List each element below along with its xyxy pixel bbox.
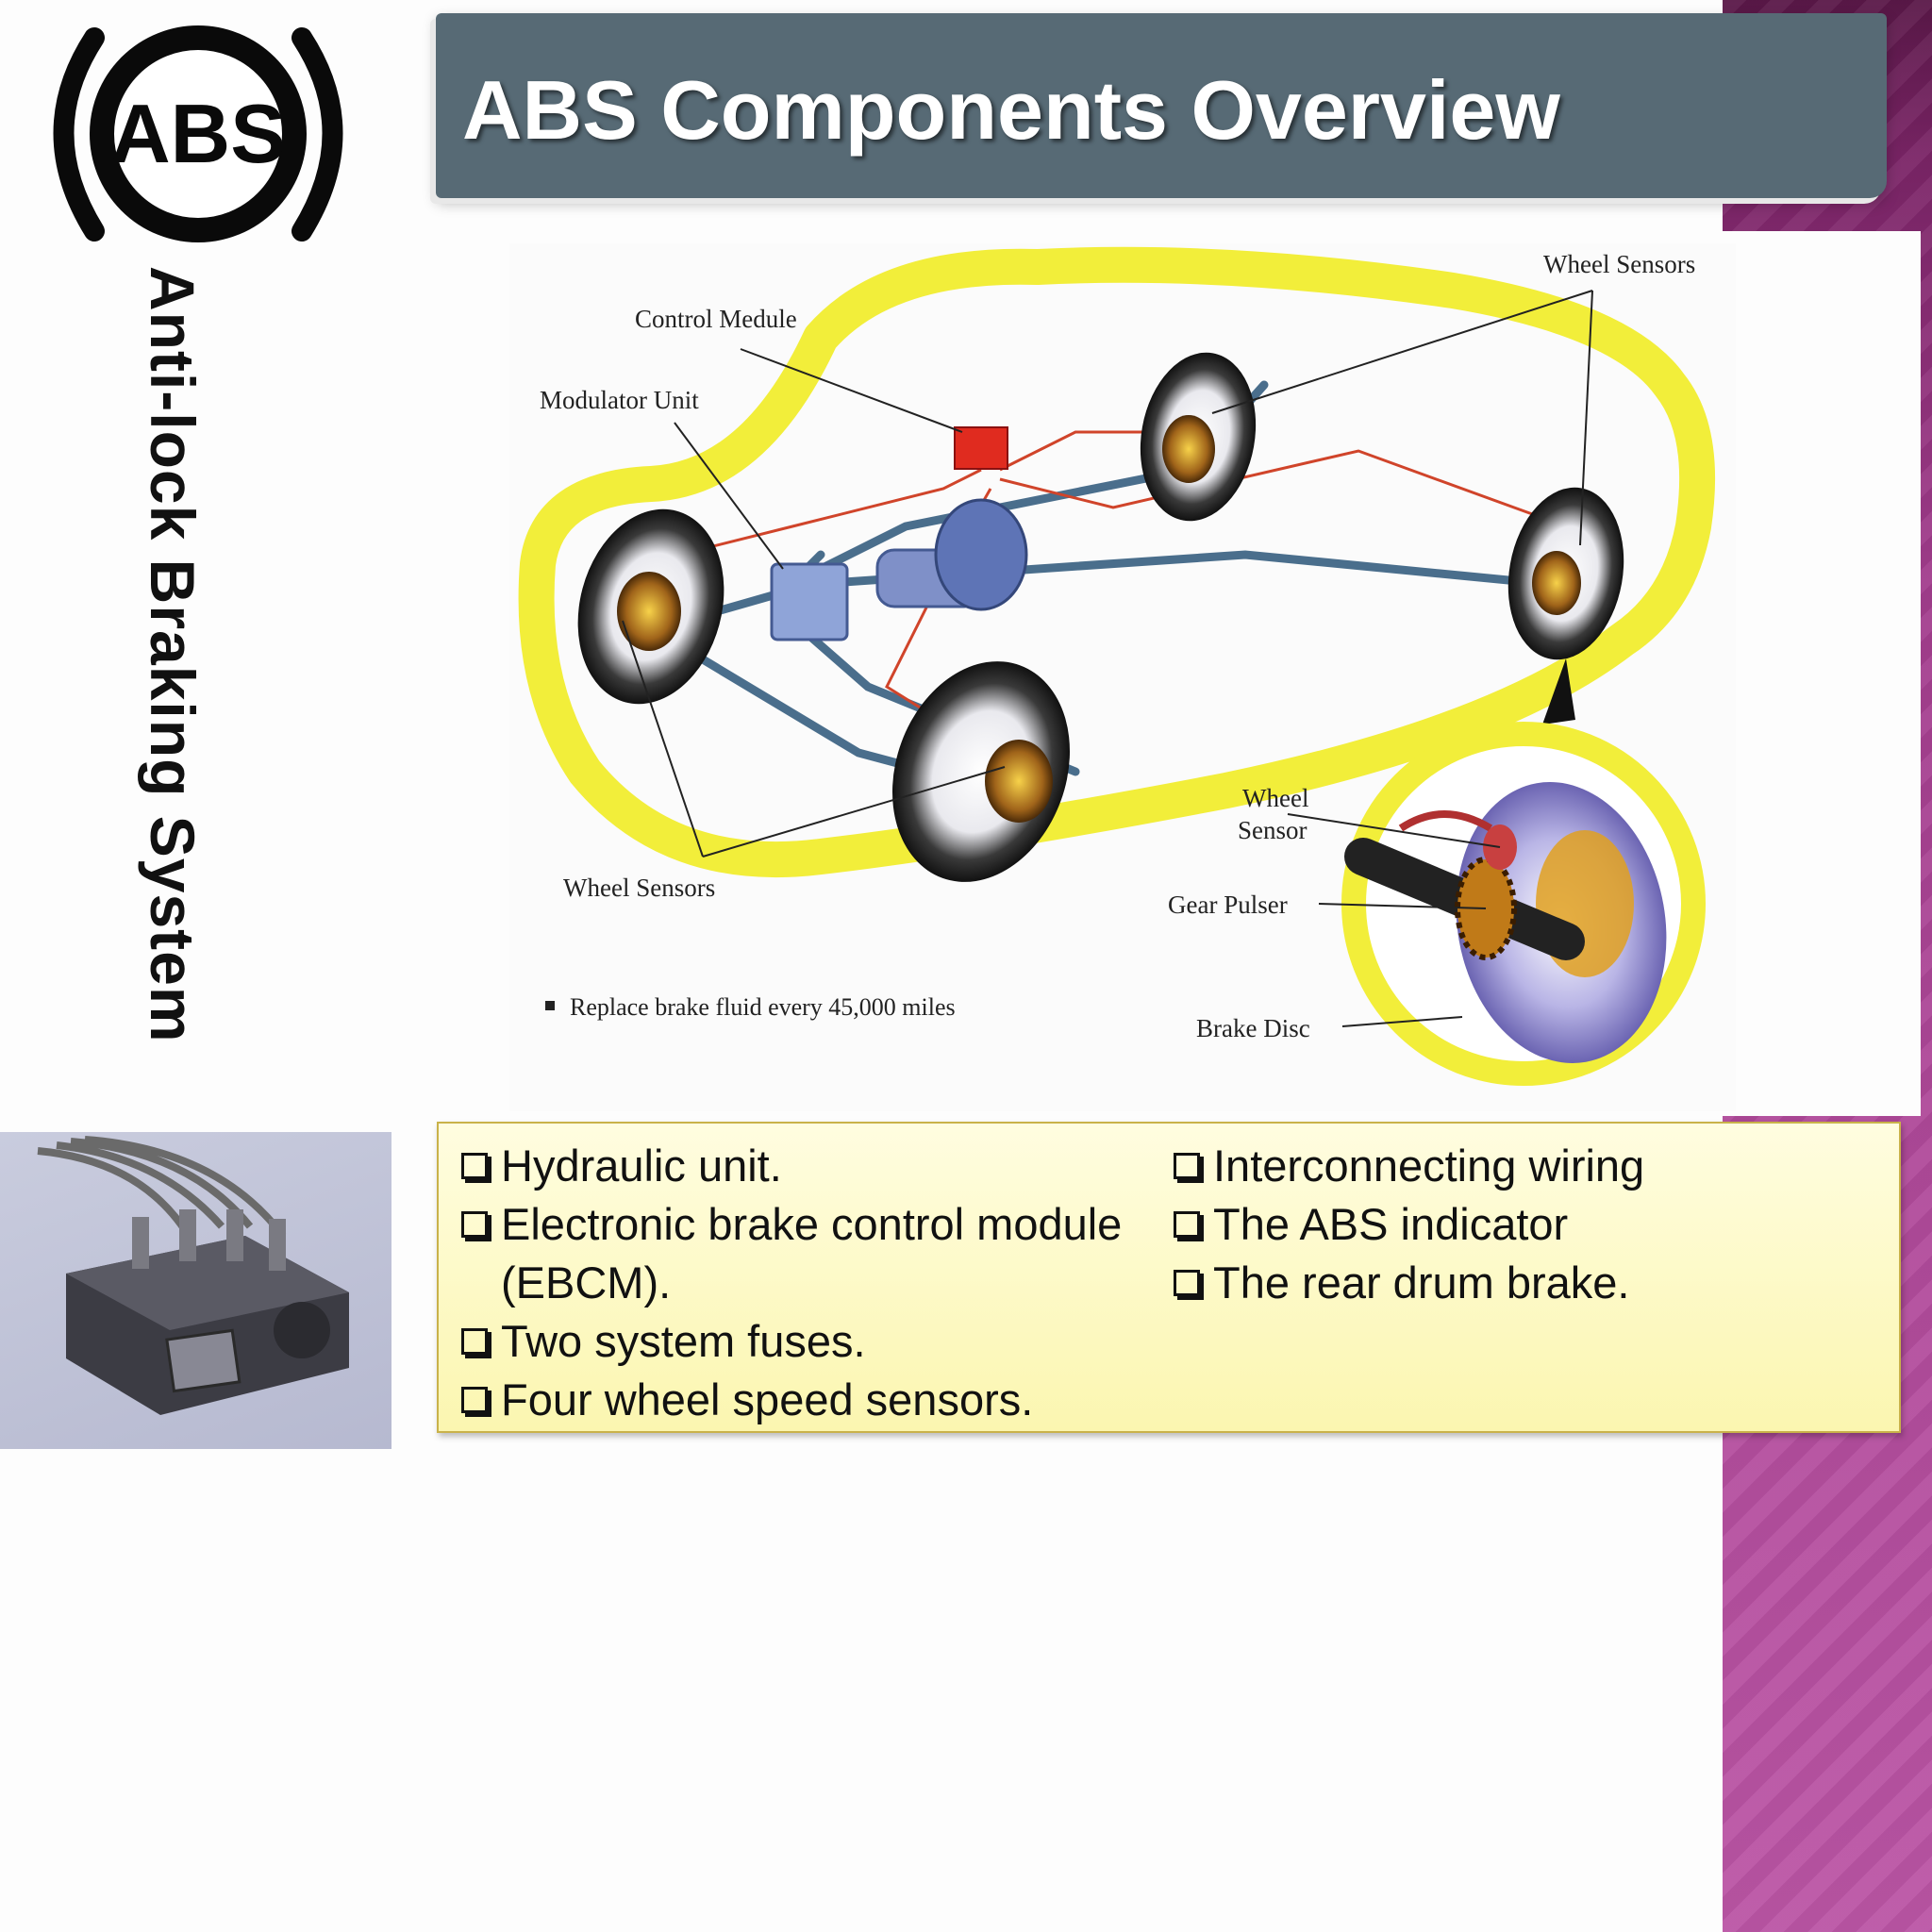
checkbox-bullet-icon bbox=[461, 1328, 488, 1355]
list-item: The ABS indicator bbox=[1170, 1195, 1868, 1254]
label-wheel-sensors-top: Wheel Sensors bbox=[1543, 250, 1695, 278]
rear-right-wheel bbox=[1507, 487, 1624, 660]
title-bar: ABS Components Overview bbox=[436, 13, 1887, 198]
brake-detail-callout bbox=[1341, 658, 1706, 1086]
label-leader-lines bbox=[622, 290, 1593, 1027]
label-wheel-sensor-line2: Sensor bbox=[1238, 816, 1307, 844]
abs-warning-icon: ABS bbox=[53, 25, 343, 242]
list-item: Hydraulic unit. bbox=[458, 1137, 1146, 1195]
list-item: Interconnecting wiring bbox=[1170, 1137, 1868, 1195]
control-module-box bbox=[954, 426, 1008, 470]
label-brake-disc: Brake Disc bbox=[1196, 1014, 1310, 1042]
checkbox-bullet-icon bbox=[461, 1387, 488, 1413]
label-wheel-sensor-line1: Wheel bbox=[1242, 784, 1308, 812]
label-gear-pulser: Gear Pulser bbox=[1168, 891, 1288, 919]
label-control-module: Control Medule bbox=[635, 305, 797, 333]
label-wheel-sensors-bottom: Wheel Sensors bbox=[563, 874, 715, 902]
front-left-wheel bbox=[577, 508, 724, 705]
note-bullet-icon bbox=[545, 1001, 555, 1010]
rear-left-wheel bbox=[1140, 352, 1257, 522]
list-item: Four wheel speed sensors. bbox=[458, 1371, 1146, 1429]
abs-module-photo bbox=[0, 1132, 391, 1449]
checkbox-bullet-icon bbox=[461, 1211, 488, 1238]
checkbox-bullet-icon bbox=[1174, 1270, 1200, 1296]
checkbox-bullet-icon bbox=[1174, 1211, 1200, 1238]
modulator-unit-shape bbox=[770, 498, 1028, 641]
side-title: Anti-lock Braking System bbox=[138, 266, 208, 1043]
diagram-note: Replace brake fluid every 45,000 miles bbox=[570, 993, 956, 1021]
component-list-box: Hydraulic unit. Electronic brake control… bbox=[437, 1122, 1901, 1433]
label-modulator-unit: Modulator Unit bbox=[540, 386, 699, 414]
front-right-wheel bbox=[891, 661, 1071, 882]
list-item: Electronic brake control module (EBCM). bbox=[458, 1195, 1146, 1312]
list-item: Two system fuses. bbox=[458, 1312, 1146, 1371]
page-title: ABS Components Overview bbox=[462, 63, 1560, 157]
checkbox-bullet-icon bbox=[1174, 1153, 1200, 1179]
abs-logo-text: ABS bbox=[110, 87, 286, 180]
abs-components-diagram: Control Medule Modulator Unit Wheel Sens… bbox=[509, 243, 1736, 1111]
component-list-left: Hydraulic unit. Electronic brake control… bbox=[458, 1137, 1146, 1429]
component-list-right: Interconnecting wiring The ABS indicator… bbox=[1170, 1137, 1868, 1312]
content-panel bbox=[1723, 231, 1921, 1116]
list-item: The rear drum brake. bbox=[1170, 1254, 1868, 1312]
checkbox-bullet-icon bbox=[461, 1153, 488, 1179]
car-body-outline bbox=[518, 246, 1716, 878]
